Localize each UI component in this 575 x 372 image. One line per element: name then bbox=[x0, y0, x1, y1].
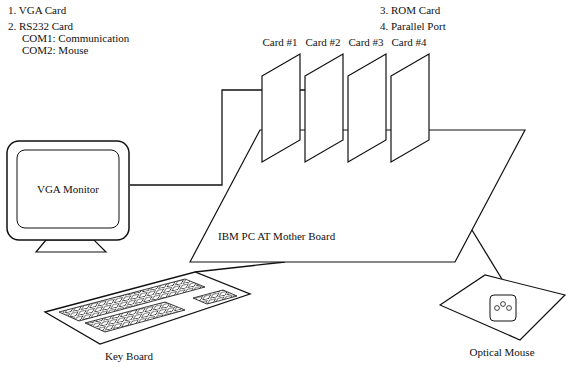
expansion-card: Card #1 bbox=[262, 54, 300, 162]
cable bbox=[195, 262, 285, 272]
card-list-note: 3. ROM Card bbox=[380, 4, 440, 16]
card-list-note: 2. RS232 Card bbox=[8, 20, 73, 32]
expansion-card-outline bbox=[262, 54, 300, 162]
mouse-pad: Optical Mouse bbox=[440, 275, 565, 340]
expansion-card-outline bbox=[305, 54, 343, 162]
expansion-card: Card #2 bbox=[305, 54, 343, 162]
device-label: VGA Monitor bbox=[37, 183, 99, 195]
board-label: IBM PC AT Mother Board bbox=[218, 230, 335, 242]
monitor: VGA Monitor bbox=[6, 140, 130, 240]
card-label: Card #4 bbox=[391, 36, 426, 48]
card-list-note: COM2: Mouse bbox=[22, 44, 88, 56]
card-label: Card #2 bbox=[305, 36, 340, 48]
card-label: Card #1 bbox=[262, 36, 297, 48]
card-list-note: COM1: Communication bbox=[22, 32, 129, 44]
mouse-pad-outline bbox=[440, 275, 565, 340]
card-label: Card #3 bbox=[348, 36, 383, 48]
expansion-card: Card #3 bbox=[348, 54, 386, 162]
device-label: Key Board bbox=[105, 350, 153, 362]
keyboard-outline bbox=[45, 272, 250, 344]
card-list-note: 4. Parallel Port bbox=[380, 20, 446, 32]
expansion-card-outline bbox=[391, 54, 429, 162]
expansion-card: Card #4 bbox=[391, 54, 429, 162]
cable bbox=[472, 230, 502, 279]
keyboard: Key Board bbox=[45, 272, 250, 344]
expansion-card-outline bbox=[348, 54, 386, 162]
card-list-note: 1. VGA Card bbox=[8, 4, 66, 16]
device-label: Optical Mouse bbox=[469, 346, 534, 358]
